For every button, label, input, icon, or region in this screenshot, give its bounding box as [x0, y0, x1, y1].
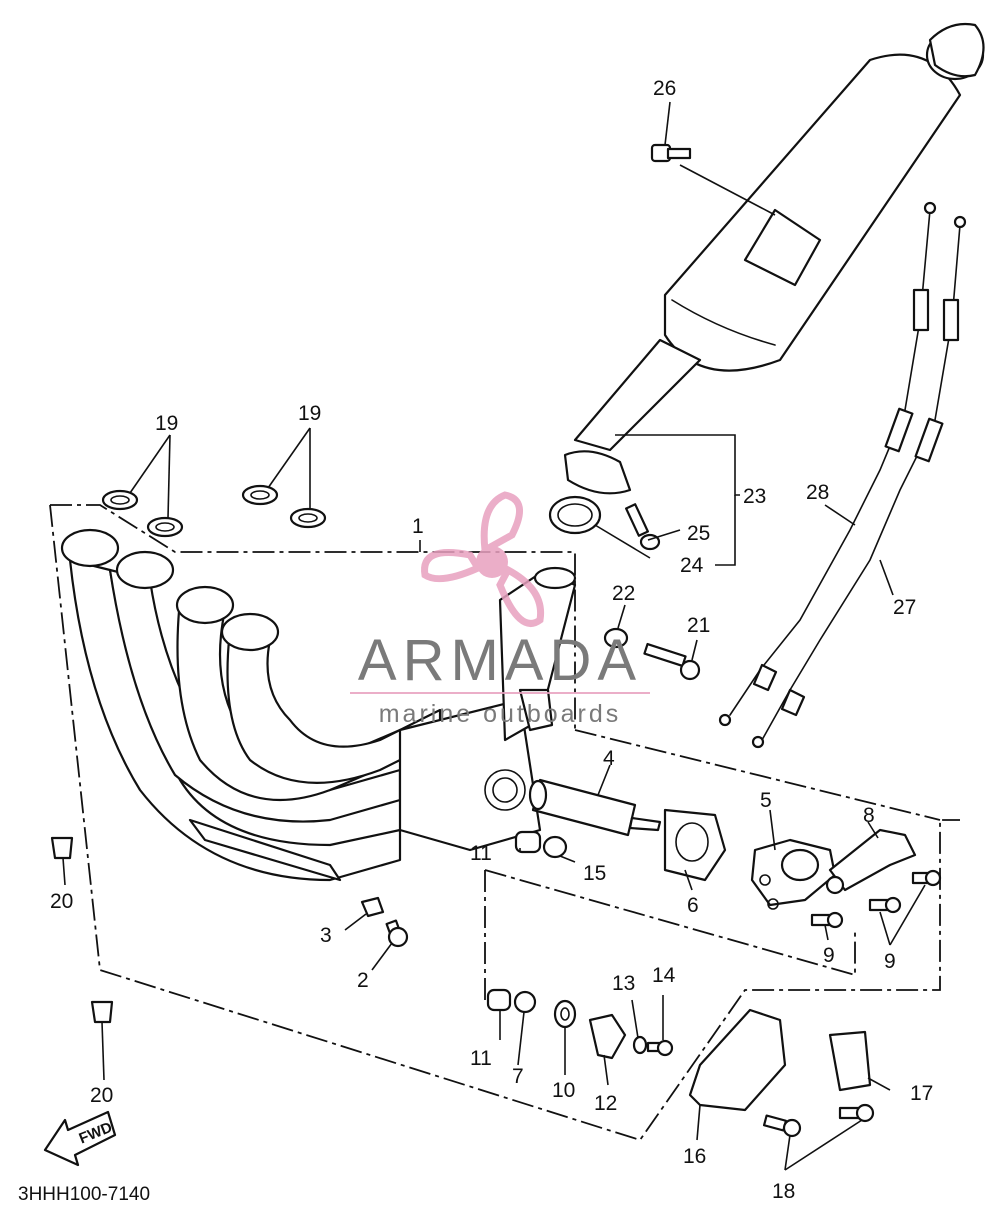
callout-1: 1: [412, 515, 424, 538]
pipe-hanger-tab: [518, 688, 554, 732]
cables-27-28: [718, 201, 967, 749]
bushings-11-15: [486, 830, 568, 1014]
header-flanges: [60, 528, 280, 652]
diagram-code: 3HHH100-7140: [18, 1184, 150, 1205]
cover-16: [688, 1008, 787, 1112]
callout-12: 12: [594, 1092, 617, 1115]
housing-5: [750, 838, 837, 910]
callout-21: 21: [687, 614, 710, 637]
callout-20a: 20: [50, 890, 73, 913]
callout-18: 18: [772, 1180, 795, 1203]
assembly-boundary-lines: [49, 504, 960, 1142]
callout-13: 13: [612, 972, 635, 995]
callout-15: 15: [583, 862, 606, 885]
cover-17: [828, 1030, 872, 1092]
callout-9a: 9: [823, 944, 835, 967]
gasket-6: [663, 808, 727, 882]
callout-6: 6: [687, 894, 699, 917]
leader-lines: [62, 101, 926, 1171]
callout-2: 2: [357, 969, 369, 992]
valve-4: [528, 778, 662, 837]
callout-8: 8: [863, 804, 875, 827]
washer-10: [553, 999, 577, 1029]
forward-arrow-icon: FWD: [43, 1110, 117, 1167]
washer-22-bolt-21: [603, 627, 701, 681]
armada-logo: [350, 491, 650, 694]
callouts: 1 2 3 4 5 6 7 8 9 9 10 11 11 12 13 14 15…: [50, 77, 933, 1203]
nuts-20: [50, 836, 114, 1024]
pulley-8: [825, 828, 917, 895]
callout-25: 25: [687, 522, 710, 545]
bolt-2: [385, 919, 409, 948]
callout-14: 14: [652, 964, 676, 987]
damper-3: [360, 896, 385, 918]
callout-11b: 11: [470, 1047, 492, 1070]
callout-23: 23: [743, 485, 766, 508]
callout-16: 16: [683, 1145, 706, 1168]
screws-9: [810, 869, 942, 929]
pipe-heat-shield: [188, 818, 342, 882]
callout-27: 27: [893, 596, 916, 619]
callout-10: 10: [552, 1079, 575, 1102]
bolt-25: [625, 503, 661, 551]
muffler-clamp: [548, 450, 632, 535]
callout-11a: 11: [470, 842, 492, 865]
muffler-bracket: [743, 208, 822, 287]
callout-19a: 19: [155, 412, 178, 435]
callout-4: 4: [603, 747, 615, 770]
callout-5: 5: [760, 789, 772, 812]
gaskets-19: [101, 484, 327, 538]
washer-13-bolt-14: [632, 1035, 674, 1057]
callout-19b: 19: [298, 402, 321, 425]
watermark-subtitle: marine outboards: [379, 700, 622, 728]
callout-9b: 9: [884, 950, 896, 973]
callout-3: 3: [320, 924, 332, 947]
bolt-26: [650, 143, 692, 163]
callout-22: 22: [612, 582, 635, 605]
callout-26: 26: [653, 77, 676, 100]
watermark-title: ARMADA: [358, 628, 642, 693]
lever-12: [588, 1013, 627, 1060]
muffler-gasket: [548, 495, 602, 535]
muffler: [573, 22, 985, 452]
callout-20b: 20: [90, 1084, 113, 1107]
callout-7: 7: [512, 1065, 524, 1088]
callout-28: 28: [806, 481, 829, 504]
screws-18: [762, 1103, 875, 1138]
callout-17: 17: [910, 1082, 933, 1105]
callout-24: 24: [680, 554, 704, 577]
